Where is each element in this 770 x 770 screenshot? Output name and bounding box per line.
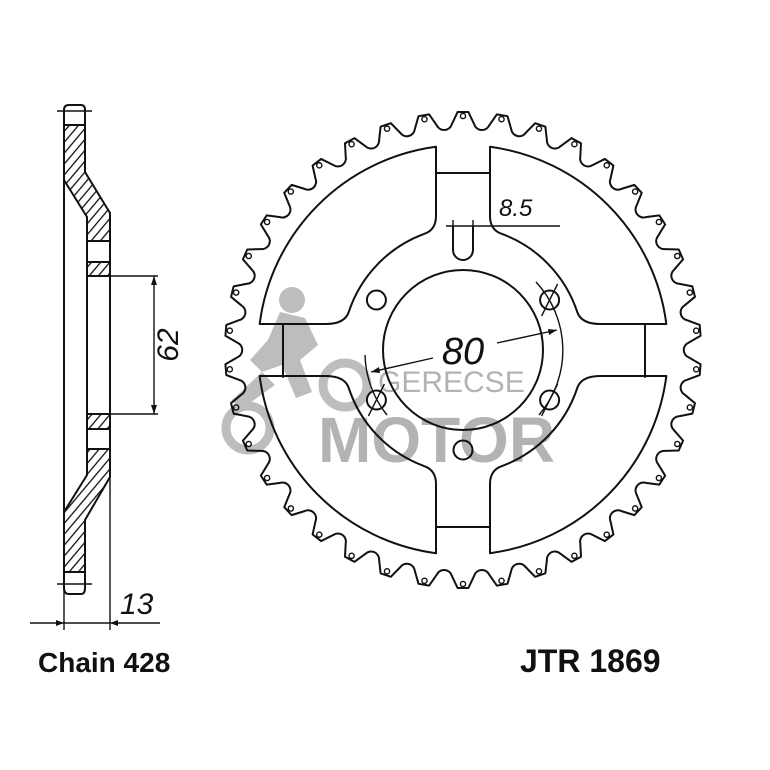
tooth-tip-dot (245, 440, 253, 448)
bolt-circle-leader (370, 357, 434, 373)
center-bore (382, 269, 544, 431)
tooth-tip-dot (348, 552, 355, 560)
watermark-line1: GERECSE (378, 366, 525, 399)
chain-label: Chain 428 (38, 647, 170, 678)
tooth-tip-dot (459, 580, 467, 588)
front-view: 8.5 80 (224, 111, 702, 589)
profile-cap-top (63, 104, 86, 136)
part-number: JTR 1869 (520, 643, 661, 679)
cutout-window (489, 375, 668, 555)
bolt-hole (452, 439, 474, 461)
offset-dimension: 13 (120, 588, 154, 621)
bolt-circle-leader (496, 329, 558, 344)
tooth-tip-dot (692, 327, 700, 334)
tooth-tip-dot (535, 125, 543, 132)
profile-lower-plate (63, 448, 111, 573)
bore-dimension: 62 (152, 328, 185, 362)
cutout-window (258, 375, 437, 555)
tooth-tip-dot (245, 252, 253, 260)
tooth-tip-dot (226, 327, 234, 334)
tooth-tip-dot (673, 252, 681, 260)
bolt-circle-dimension: 80 (442, 331, 484, 373)
tooth-tip-dot (692, 366, 700, 373)
tooth-tip-dot (498, 577, 505, 585)
bolt-hole (539, 389, 561, 411)
tooth-tip-dot (655, 218, 663, 226)
tooth-tip-dot (287, 188, 295, 195)
tooth-tip-dot (673, 440, 681, 448)
tooth-tip-dot (263, 474, 271, 482)
tooth-tips (226, 112, 700, 588)
cutout-window (258, 145, 437, 325)
side-profile: 13 62 (30, 104, 185, 630)
tooth-tip-dot (686, 404, 694, 411)
lightening-cutouts (258, 145, 668, 555)
tooth-tip-dot (232, 404, 240, 411)
bolt-circle-arc (364, 354, 388, 416)
tooth-tip-dot (287, 505, 295, 512)
bolt-hole (365, 389, 387, 411)
tooth-tip-dot (631, 188, 639, 195)
watermark-line2: MOTOR (318, 404, 555, 476)
sprocket-teeth-outline (224, 111, 702, 589)
tooth-tip-dot (603, 531, 611, 538)
tooth-tip-dot (263, 218, 271, 226)
tooth-tip-dot (226, 366, 234, 373)
slot-dimension: 8.5 (499, 195, 533, 222)
tooth-tip-dot (315, 162, 323, 169)
profile-hub-lower (86, 413, 111, 430)
profile-upper-plate (63, 124, 111, 242)
tooth-tip-dot (603, 162, 611, 169)
tooth-tip-dot (421, 577, 428, 585)
tooth-tip-dot (232, 289, 240, 296)
tooth-tip-dot (383, 125, 391, 132)
tooth-tip-dot (383, 568, 391, 575)
slot (452, 226, 474, 261)
tooth-tip-dot (315, 531, 323, 538)
tooth-tip-dot (348, 140, 355, 148)
tooth-tip-dot (498, 115, 505, 123)
cutout-window (489, 145, 668, 325)
tooth-tip-dot (631, 505, 639, 512)
profile-hub-upper (86, 261, 111, 277)
tooth-tip-dot (421, 115, 428, 123)
bolt-hole (365, 289, 387, 311)
tooth-tip-dot (535, 568, 543, 575)
bolt-hole (539, 289, 561, 311)
tooth-tip-dot (571, 552, 578, 560)
tooth-tip-dot (459, 112, 467, 120)
tooth-tip-dot (686, 289, 694, 296)
bolt-circle-arc (535, 281, 564, 416)
tooth-tip-dot (571, 140, 578, 148)
tooth-tip-dot (655, 474, 663, 482)
profile-cap-bottom (63, 569, 86, 595)
